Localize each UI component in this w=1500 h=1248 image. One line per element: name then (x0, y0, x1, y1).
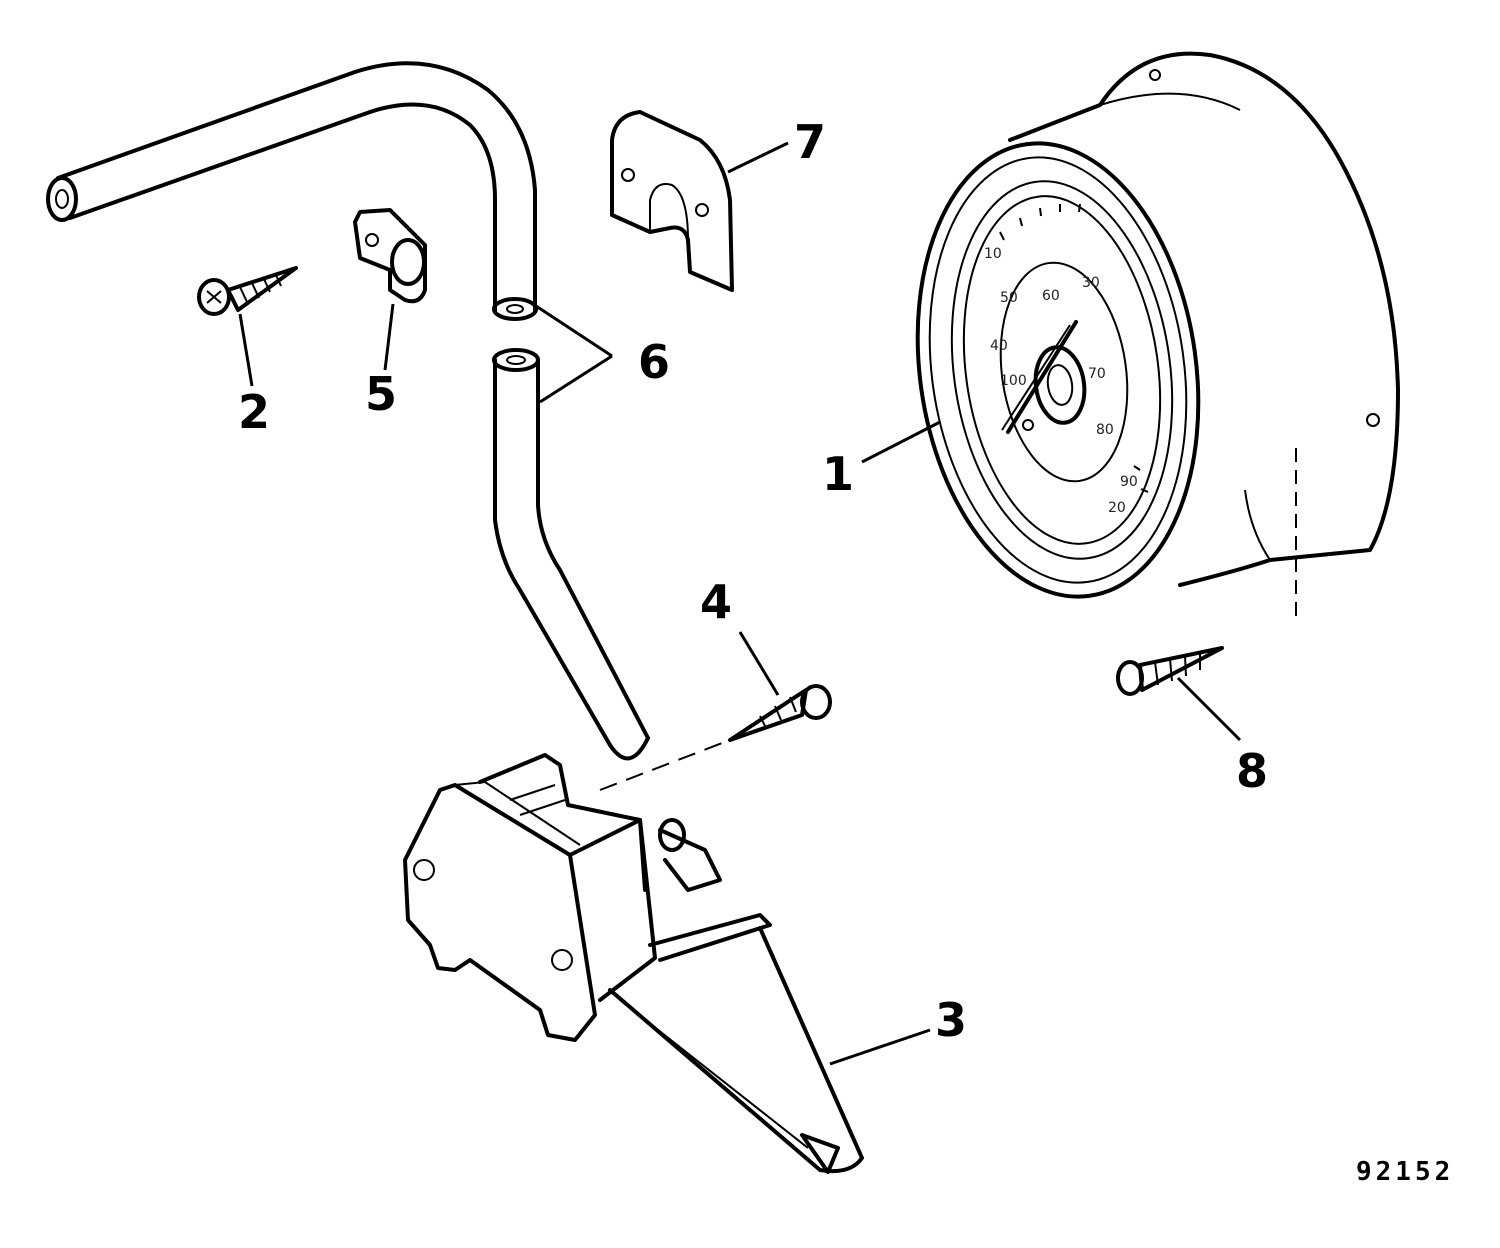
dial-label-20: 20 (1108, 500, 1126, 516)
hose-clip (353, 208, 427, 304)
dial-label-90: 90 (1120, 474, 1138, 490)
callout-3: 3 (935, 993, 967, 1047)
callout-2: 2 (238, 385, 270, 439)
callout-5: 5 (365, 367, 397, 421)
callout-7: 7 (794, 115, 826, 169)
callout-1: 1 (822, 447, 854, 501)
screw-8 (1116, 646, 1224, 696)
dial-label-10: 10 (984, 246, 1002, 262)
dial-label-30: 30 (1082, 275, 1100, 291)
pitot-tube-upper (46, 61, 538, 321)
mounting-bracket (610, 110, 734, 292)
dial-label-80: 80 (1096, 422, 1114, 438)
pickup-unit (403, 739, 864, 1174)
dial-label-100: 100 (1000, 373, 1027, 389)
dial-label-40: 40 (990, 338, 1008, 354)
dial-label-50: 50 (1000, 290, 1018, 306)
screw-2 (197, 266, 298, 316)
leader-lines (238, 141, 1242, 1066)
callout-4: 4 (700, 575, 732, 629)
pitot-tube-lower (492, 348, 650, 761)
callout-8: 8 (1236, 744, 1268, 798)
speedometer-gauge: 10 50 60 30 40 70 100 80 90 20 (915, 51, 1400, 620)
figure-number: 92152 (1356, 1157, 1454, 1187)
dial-label-60: 60 (1042, 288, 1060, 304)
callout-6: 6 (638, 335, 670, 389)
dial-label-70: 70 (1088, 366, 1106, 382)
screw-4 (728, 684, 832, 742)
